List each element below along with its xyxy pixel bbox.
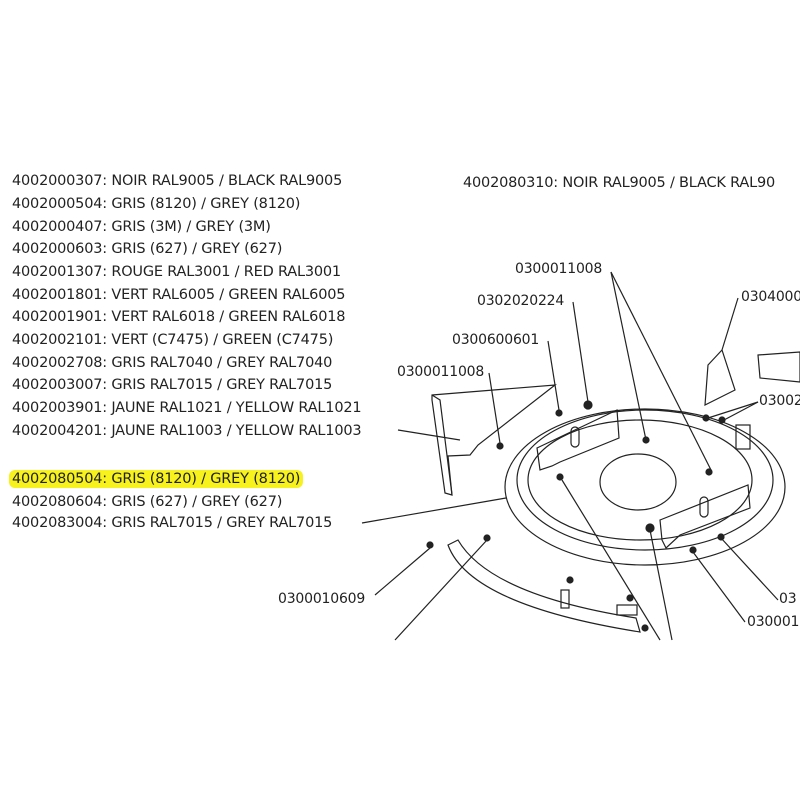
color-code-item: 4002000504: GRIS (8120) / GREY (8120) — [12, 196, 301, 212]
deck-code-item: 4002080604: GRIS (627) / GREY (627) — [12, 494, 283, 510]
right-mounting-bracket — [659, 484, 751, 549]
part-label: 0300011008 — [397, 364, 485, 380]
color-code-item: 4002001901: VERT RAL6018 / GREEN RAL6018 — [12, 309, 346, 325]
part-label: 03002 — [759, 393, 800, 409]
color-code-item: 4002004201: JAUNE RAL1003 / YELLOW RAL10… — [12, 423, 362, 439]
front-skirt — [447, 539, 641, 633]
deck-inner-rim — [516, 409, 774, 551]
color-code-item: 4002003007: GRIS RAL7015 / GREY RAL7015 — [12, 377, 333, 393]
part-label: 0302020224 — [477, 293, 565, 309]
deck-code-item: 4002083004: GRIS RAL7015 / GREY RAL7015 — [12, 515, 333, 531]
part-label: 0300010609 — [278, 591, 366, 607]
part-label: 03 — [779, 591, 797, 607]
color-code-item: 4002001307: ROUGE RAL3001 / RED RAL3001 — [12, 264, 341, 280]
deck-center-hole — [599, 453, 677, 511]
color-code-item: 4002000407: GRIS (3M) / GREY (3M) — [12, 219, 271, 235]
right-color-header: 4002080310: NOIR RAL9005 / BLACK RAL90 — [463, 175, 776, 191]
left-mounting-bracket — [536, 409, 620, 471]
color-code-item: 4002002101: VERT (C7475) / GREEN (C7475) — [12, 332, 334, 348]
side-bracket — [704, 348, 736, 407]
part-label: 0300600601 — [452, 332, 540, 348]
color-code-item: 4002003901: JAUNE RAL1021 / YELLOW RAL10… — [12, 400, 362, 416]
color-code-item: 4002002708: GRIS RAL7040 / GREY RAL7040 — [12, 355, 333, 371]
color-code-item: 4002000603: GRIS (627) / GREY (627) — [12, 241, 283, 257]
discharge-chute — [431, 384, 557, 496]
color-code-item: 4002000307: NOIR RAL9005 / BLACK RAL9005 — [12, 173, 343, 189]
leader-lines — [361, 271, 779, 641]
part-label: 0300011008 — [515, 261, 603, 277]
hardware-fasteners — [426, 400, 726, 632]
color-code-item: 4002001801: VERT RAL6005 / GREEN RAL6005 — [12, 287, 346, 303]
highlighted-deck-code: 4002080504: GRIS (8120) / GREY (8120) — [9, 470, 304, 488]
part-label: 030001 — [747, 614, 800, 630]
deck-outer-rim — [504, 408, 786, 566]
deck-top-plate — [527, 419, 753, 541]
